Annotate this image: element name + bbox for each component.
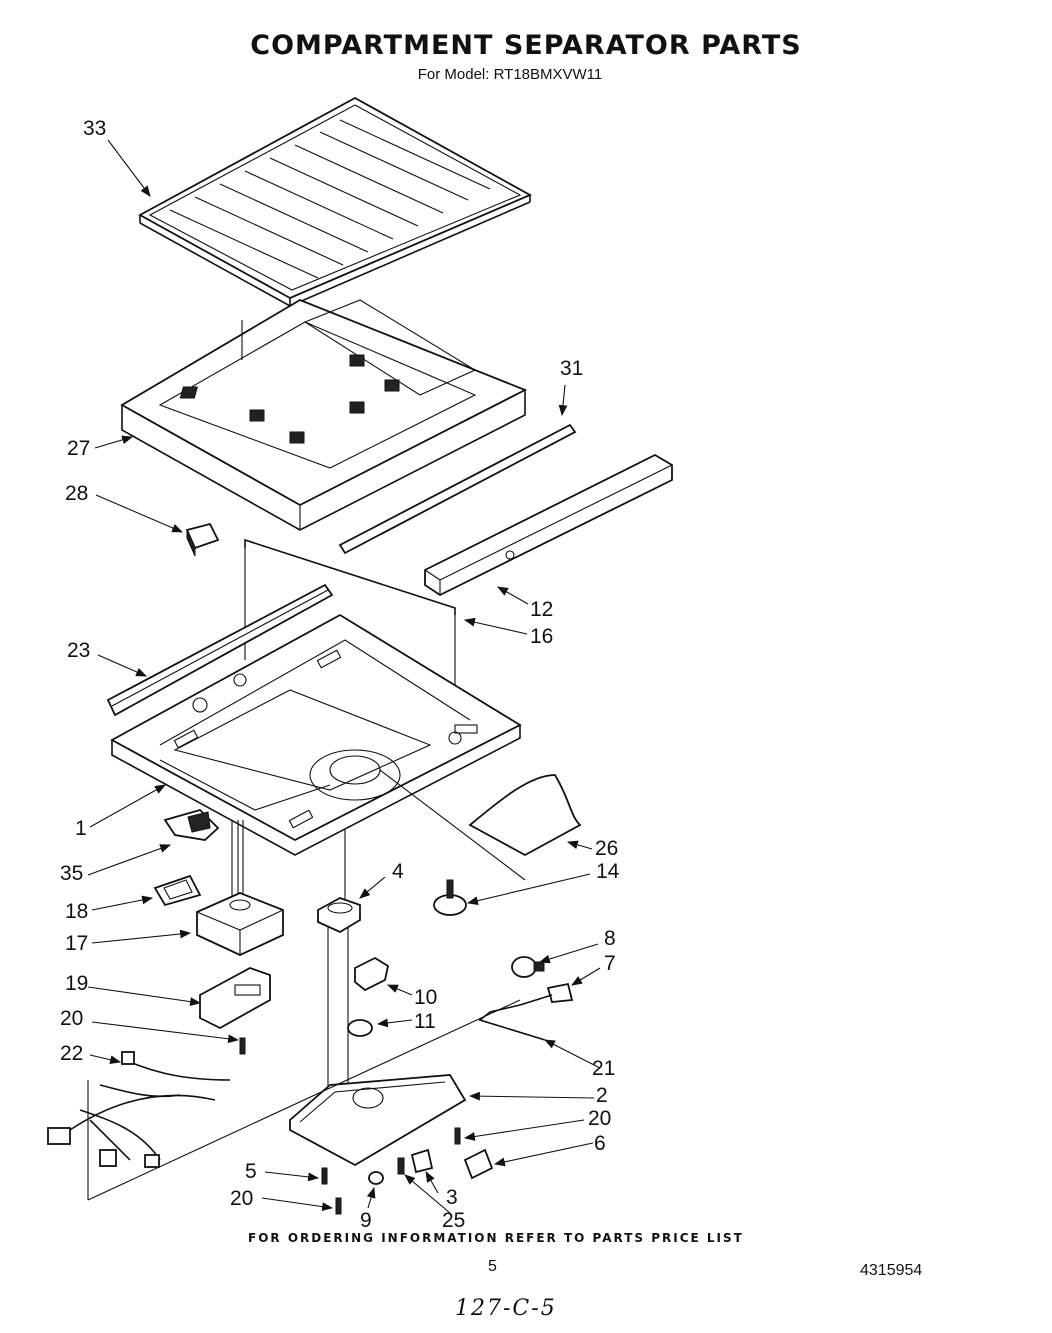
page-number: 5 — [488, 1258, 497, 1275]
label-17: 17 — [65, 932, 88, 955]
label-16: 16 — [530, 625, 553, 648]
model-subtitle: For Model: RT18BMXVW11 — [417, 66, 603, 83]
label-4: 4 — [392, 860, 404, 883]
part-6-switch — [463, 1148, 494, 1180]
label-31: 31 — [560, 357, 583, 380]
part-20-screw — [239, 1037, 461, 1215]
part-35-housing — [163, 808, 220, 841]
label-23: 23 — [67, 639, 90, 662]
part-31-strip — [338, 423, 577, 555]
part-33-shelf-grille — [138, 96, 533, 307]
label-22: 22 — [60, 1042, 83, 1065]
label-6: 6 — [594, 1132, 606, 1155]
part-28-block — [185, 522, 220, 557]
label-18: 18 — [65, 900, 88, 923]
ordering-note: FOR ORDERING INFORMATION REFER TO PARTS … — [248, 1231, 744, 1245]
part-22-wire-harness — [47, 1051, 231, 1168]
label-21: 21 — [592, 1057, 615, 1080]
part-3-clip — [410, 1148, 434, 1174]
label-35: 35 — [60, 862, 83, 885]
part-5-screw — [321, 1167, 328, 1185]
handwritten-note: 127-C-5 — [455, 1296, 557, 1321]
label-9: 9 — [360, 1209, 372, 1232]
part-17-control-box — [196, 892, 284, 956]
label-14: 14 — [596, 860, 620, 883]
label-19: 19 — [65, 972, 88, 995]
part-25-screw — [397, 1157, 405, 1175]
part-23-rail — [106, 583, 334, 717]
part-7-socket — [546, 982, 574, 1003]
part-14-foot — [433, 879, 467, 916]
label-12: 12 — [530, 598, 553, 621]
label-8: 8 — [604, 927, 616, 950]
part-11-knob — [347, 1019, 373, 1037]
label-20-c: 20 — [230, 1187, 253, 1210]
part-10-switch — [354, 956, 390, 992]
label-2: 2 — [596, 1084, 608, 1107]
part-26-duct — [468, 774, 582, 857]
label-7: 7 — [604, 952, 616, 975]
label-5: 5 — [245, 1160, 257, 1183]
part-labels: 33 31 27 28 12 16 23 1 26 35 4 14 18 17 … — [60, 117, 620, 1232]
part-2-lower-housing — [289, 1074, 467, 1167]
part-8-bulb — [511, 956, 545, 978]
part-19-bracket — [199, 967, 271, 1030]
label-1: 1 — [75, 817, 87, 840]
label-25: 25 — [442, 1209, 465, 1232]
part-9-plug — [368, 1171, 384, 1185]
leader-26 — [379, 769, 526, 881]
leader-harness — [87, 999, 521, 1201]
part-21-wire — [478, 994, 553, 1041]
document-number: 4315954 — [860, 1262, 923, 1279]
label-11: 11 — [414, 1010, 436, 1033]
part-12-channel — [424, 453, 673, 597]
label-10: 10 — [414, 986, 437, 1009]
label-27: 27 — [67, 437, 90, 460]
leader-lines — [87, 139, 601, 1214]
label-20-a: 20 — [60, 1007, 83, 1030]
part-4-damper — [317, 897, 361, 934]
part-27-frame — [120, 299, 528, 531]
page-title: COMPARTMENT SEPARATOR PARTS — [250, 30, 802, 61]
label-3: 3 — [446, 1186, 458, 1209]
part-18-bezel — [153, 874, 202, 907]
label-28: 28 — [65, 482, 88, 505]
label-20-b: 20 — [588, 1107, 611, 1130]
label-26: 26 — [595, 837, 618, 860]
label-33: 33 — [83, 117, 106, 140]
